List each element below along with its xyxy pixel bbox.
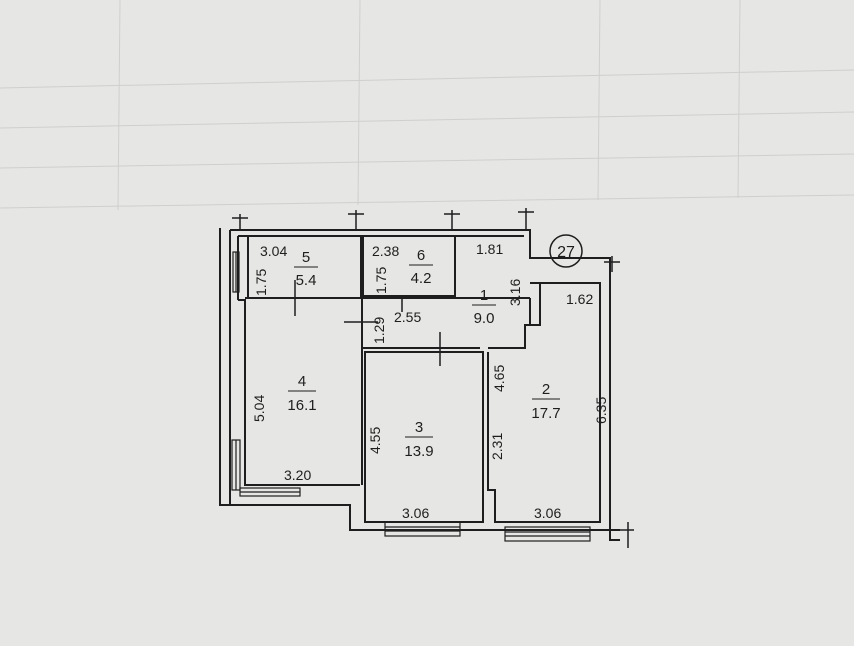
dim-room3-width: 3.06	[402, 505, 429, 521]
dim-hall-width: 1.81	[476, 241, 503, 257]
room-label-6: 6 4.2	[409, 247, 433, 287]
room-label-2: 2 17.7	[531, 381, 560, 422]
dim-room4-depth: 5.04	[251, 395, 267, 422]
dim-room5-width: 3.04	[260, 243, 287, 259]
windows	[231, 251, 591, 542]
room-area: 16.1	[287, 397, 316, 414]
dim-room4-width: 3.20	[284, 467, 311, 483]
axis-ticks	[232, 208, 634, 548]
room-area: 17.7	[531, 405, 560, 422]
room-area: 4.2	[411, 270, 432, 287]
room-number: 2	[542, 381, 550, 398]
dim-room2-depth: 6.35	[593, 397, 609, 424]
dim-room2-width: 3.06	[534, 505, 561, 521]
room-area: 9.0	[474, 310, 495, 327]
dimension-labels: 3.04 1.75 2.38 1.75 1.81 3.16 1.62 1.29 …	[251, 241, 609, 521]
dim-room2-inner: 4.65	[491, 365, 507, 392]
room-number: 4	[298, 373, 306, 390]
dim-room5-depth: 1.75	[253, 269, 269, 296]
unit-number-circle	[549, 234, 583, 268]
room-labels: 1 9.0 2 17.7 3 13.9 4 16.1 5 5.4 6 4.2	[287, 247, 560, 460]
room-label-3: 3 13.9	[404, 419, 433, 460]
dim-room6-width: 2.38	[372, 243, 399, 259]
room-area: 5.4	[296, 272, 317, 289]
dim-room3-depth: 4.55	[367, 427, 383, 454]
room-number: 3	[415, 419, 423, 436]
room-number: 5	[302, 249, 310, 266]
background-grid	[0, 0, 854, 211]
room-area: 13.9	[404, 443, 433, 460]
room-number: 1	[480, 287, 488, 304]
unit-number-marker: 27	[549, 234, 583, 268]
dim-corridor-depth: 1.29	[371, 317, 387, 344]
walls	[219, 228, 620, 541]
room-label-4: 4 16.1	[287, 373, 316, 414]
dim-room2-lower: 2.31	[489, 433, 505, 460]
dim-corridor-width: 2.55	[394, 309, 421, 325]
dim-hall-depth: 3.16	[507, 279, 523, 306]
room-label-5: 5 5.4	[294, 249, 318, 289]
dim-room2-top: 1.62	[566, 291, 593, 307]
dim-room6-depth: 1.75	[373, 267, 389, 294]
room-number: 6	[417, 247, 425, 264]
unit-number: 27	[557, 244, 575, 261]
room-label-1: 1 9.0	[472, 287, 496, 327]
